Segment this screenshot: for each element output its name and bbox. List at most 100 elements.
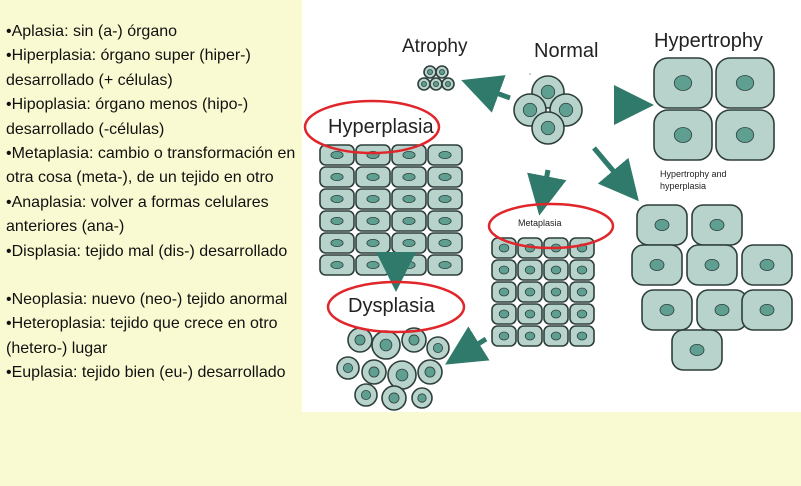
hyperplasia-nucleus xyxy=(402,194,416,203)
hyperplasia-nucleus xyxy=(330,172,344,181)
dysplasia-nucleus xyxy=(417,393,427,403)
normal-nucleus xyxy=(540,84,556,100)
hyperplasia-nucleus xyxy=(402,216,416,225)
bottom-band xyxy=(0,412,801,486)
dysplasia-nucleus xyxy=(368,366,380,378)
label-atrophy: Atrophy xyxy=(402,36,468,57)
dysplasia-nucleus xyxy=(408,334,420,346)
metaplasia-nucleus xyxy=(498,309,510,319)
transition-arrows xyxy=(376,75,654,365)
hyperplasia-nucleus xyxy=(366,238,380,247)
hyper-combo-nucleus xyxy=(649,258,665,271)
metaplasia-nucleus xyxy=(576,265,588,275)
bullet-heteroplasia: •Heteroplasia: tejido que crece en otro … xyxy=(6,315,278,357)
definitions-list: •Aplasia: sin (a-) órgano •Hiperplasia: … xyxy=(6,20,316,386)
arrow-metaplasia-to-dysplasia xyxy=(445,326,490,365)
metaplasia-nucleus xyxy=(524,287,536,297)
bullet-euplasia: •Euplasia: tejido bien (eu-) desarrollad… xyxy=(6,364,286,382)
dysplasia-nucleus xyxy=(432,342,444,354)
bullet-hiperplasia: •Hiperplasia: órgano super (hiper-) desa… xyxy=(6,47,251,89)
normal-nucleus xyxy=(522,102,538,118)
hyper-combo-nucleus xyxy=(759,303,775,316)
label-hypertrophy-hyperplasia-line2: hyperplasia xyxy=(660,181,706,191)
dysplasia-nucleus xyxy=(342,362,354,374)
metaplasia-nucleus xyxy=(576,331,588,341)
atrophy-nucleus xyxy=(427,69,433,75)
metaplasia-nucleus xyxy=(524,331,536,341)
hyper-combo-nucleus xyxy=(759,258,775,271)
dysplasia-nucleus xyxy=(388,392,400,404)
label-hypertrophy: Hypertrophy xyxy=(654,30,763,52)
highlight-hyperplasia xyxy=(303,99,441,155)
metaplasia-nucleus xyxy=(524,265,536,275)
dysplasia-nucleus xyxy=(379,338,393,352)
hyperplasia-nucleus xyxy=(438,216,452,225)
hypertrophy-nucleus xyxy=(673,75,693,91)
hyperplasia-nucleus xyxy=(438,150,452,159)
hypertrophy-nucleus xyxy=(735,75,755,91)
hyperplasia-nucleus xyxy=(330,150,344,159)
label-metaplasia: Metaplasia xyxy=(518,218,562,228)
hyperplasia-nucleus xyxy=(438,260,452,269)
label-normal: Normal xyxy=(534,40,598,62)
hyperplasia-nucleus xyxy=(402,172,416,181)
arrow-to-atrophy xyxy=(461,75,511,113)
arrow-to-metaplasia xyxy=(527,169,567,216)
hyperplasia-nucleus xyxy=(438,172,452,181)
atrophy-nucleus xyxy=(433,81,439,87)
metaplasia-nucleus xyxy=(498,331,510,341)
metaplasia-nucleus xyxy=(550,309,562,319)
hyperplasia-nucleus xyxy=(330,216,344,225)
highlight-metaplasia xyxy=(487,202,615,250)
atrophy-nucleus xyxy=(421,81,427,87)
dysplasia-nucleus xyxy=(424,366,436,378)
cell-adaptation-diagram: Atrophy Normal Hypertrophy Hyperplasia H… xyxy=(303,30,793,411)
metaplasia-nucleus xyxy=(550,265,562,275)
hyperplasia-nucleus xyxy=(402,150,416,159)
hyper-combo-nucleus xyxy=(714,303,730,316)
metaplasia-nucleus xyxy=(550,331,562,341)
hyperplasia-nucleus xyxy=(366,260,380,269)
bullet-hipoplasia: •Hipoplasia: órgano menos (hipo-) desarr… xyxy=(6,96,249,138)
metaplasia-nucleus xyxy=(498,287,510,297)
metaplasia-nucleus xyxy=(576,309,588,319)
atrophy-nucleus xyxy=(445,81,451,87)
hyperplasia-nucleus xyxy=(330,238,344,247)
arrow-to-hypertrophy-hyperplasia xyxy=(592,146,639,202)
hyperplasia-nucleus xyxy=(330,194,344,203)
hyper-combo-nucleus xyxy=(709,218,725,231)
list-gap xyxy=(6,264,316,288)
cell-adaptation-figure: Atrophy Normal Hypertrophy Hyperplasia H… xyxy=(302,0,801,412)
atrophy-nucleus xyxy=(439,69,445,75)
bullet-displasia: •Displasia: tejido mal (dis-) desarrolla… xyxy=(6,242,288,260)
hypertrophy-nucleus xyxy=(735,127,755,143)
cell-drawings xyxy=(319,57,793,411)
metaplasia-nucleus xyxy=(498,265,510,275)
hyperplasia-nucleus xyxy=(402,238,416,247)
bullet-neoplasia: •Neoplasia: nuevo (neo-) tejido anormal xyxy=(6,291,288,309)
bullet-metaplasia: •Metaplasia: cambio o transformación en … xyxy=(6,145,296,187)
label-hypertrophy-hyperplasia-line1: Hypertrophy and xyxy=(660,169,727,179)
metaplasia-nucleus xyxy=(576,287,588,297)
hyperplasia-nucleus xyxy=(402,260,416,269)
highlight-circles xyxy=(303,99,615,334)
dysplasia-nucleus xyxy=(395,368,409,382)
hyperplasia-nucleus xyxy=(366,216,380,225)
hyperplasia-nucleus xyxy=(438,194,452,203)
hyperplasia-nucleus xyxy=(366,194,380,203)
hypertrophy-nucleus xyxy=(673,127,693,143)
label-hyperplasia: Hyperplasia xyxy=(328,116,434,138)
metaplasia-nucleus xyxy=(524,309,536,319)
dysplasia-nucleus xyxy=(360,389,372,401)
hyper-combo-nucleus xyxy=(689,343,705,356)
hyperplasia-nucleus xyxy=(330,260,344,269)
hyper-combo-nucleus xyxy=(659,303,675,316)
hyperplasia-nucleus xyxy=(366,172,380,181)
bullet-aplasia: •Aplasia: sin (a-) órgano xyxy=(6,23,178,40)
hyper-combo-nucleus xyxy=(654,218,670,231)
bullet-anaplasia: •Anaplasia: volver a formas celulares an… xyxy=(6,193,269,236)
dysplasia-nucleus xyxy=(354,334,366,346)
hyper-combo-nucleus xyxy=(704,258,720,271)
normal-nucleus xyxy=(558,102,574,118)
label-dysplasia: Dysplasia xyxy=(348,295,436,317)
